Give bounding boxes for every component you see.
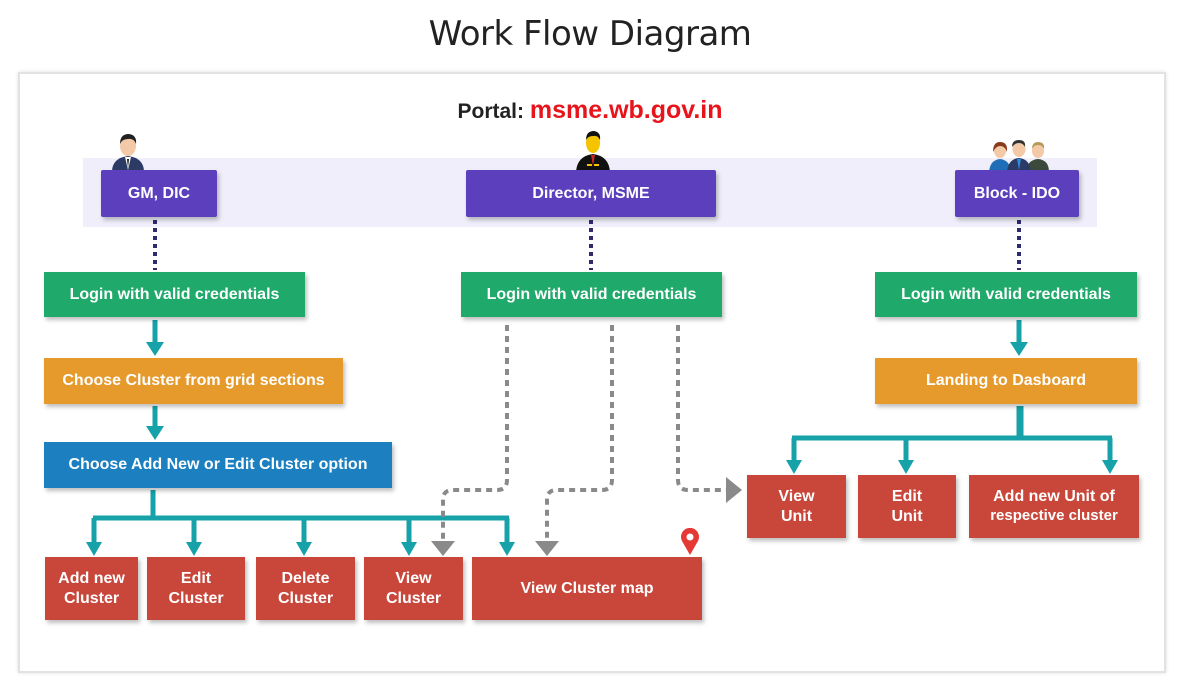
arrowhead	[86, 542, 102, 556]
add-new-unit-action[interactable]: Add new Unit of respective cluster	[969, 475, 1139, 538]
arrowhead	[401, 542, 417, 556]
action-line: Cluster	[63, 589, 120, 607]
map-pin-icon	[681, 528, 699, 555]
arrowhead	[1010, 342, 1028, 356]
action-line: Delete	[281, 569, 330, 587]
arrowhead	[146, 426, 164, 440]
action-line: Add new Unit of	[993, 488, 1115, 506]
portal-heading: Portal: msme.wb.gov.in	[0, 96, 1180, 125]
role-links	[153, 220, 1021, 270]
view-unit-action[interactable]: View Unit	[747, 475, 846, 538]
choose-option-step[interactable]: Choose Add New or Edit Cluster option	[44, 442, 392, 488]
director-to-cluster-map	[545, 325, 614, 542]
role-block-ido[interactable]: Block - IDO	[955, 170, 1079, 217]
arrowhead	[898, 460, 914, 474]
teal-connectors	[86, 320, 1118, 556]
action-line: respective cluster	[990, 507, 1118, 525]
landing-dashboard-step[interactable]: Landing to Dasboard	[875, 358, 1137, 404]
delete-cluster-action[interactable]: Delete Cluster	[256, 557, 355, 620]
director-login-step[interactable]: Login with valid credentials	[461, 272, 722, 317]
role-director-msme[interactable]: Director, MSME	[466, 170, 716, 217]
role-gm-dic[interactable]: GM, DIC	[101, 170, 217, 217]
arrowhead	[499, 542, 515, 556]
edit-unit-action[interactable]: Edit Unit	[858, 475, 956, 538]
action-line: Cluster	[277, 589, 334, 607]
action-line: Add new	[58, 569, 125, 587]
director-icon	[576, 131, 610, 172]
action-line: Edit	[180, 569, 212, 587]
action-line: View	[778, 487, 815, 505]
action-line: Unit	[780, 507, 813, 525]
arrowhead	[296, 542, 312, 556]
gm-login-step[interactable]: Login with valid credentials	[44, 272, 305, 317]
action-line: Cluster	[385, 589, 442, 607]
action-line: Edit	[891, 487, 923, 505]
portal-label: Portal:	[457, 100, 525, 123]
ido-login-step[interactable]: Login with valid credentials	[875, 272, 1137, 317]
director-to-view-unit	[676, 325, 728, 492]
group-officers-icon	[989, 140, 1049, 172]
action-line: View	[395, 569, 432, 587]
single-officer-icon	[112, 134, 144, 172]
page-title: Work Flow Diagram	[428, 14, 752, 54]
arrowhead	[1102, 460, 1118, 474]
edit-cluster-action[interactable]: Edit Cluster	[147, 557, 245, 620]
view-cluster-map-action[interactable]: View Cluster map	[472, 557, 702, 620]
arrowhead	[786, 460, 802, 474]
arrowhead	[146, 342, 164, 356]
add-new-cluster-action[interactable]: Add new Cluster	[45, 557, 138, 620]
view-cluster-action[interactable]: View Cluster	[364, 557, 463, 620]
action-line: Cluster	[168, 589, 224, 607]
dashed-arrowheads	[431, 477, 742, 556]
portal-url[interactable]: msme.wb.gov.in	[529, 96, 723, 124]
choose-cluster-step[interactable]: Choose Cluster from grid sections	[44, 358, 343, 404]
director-to-view-cluster	[441, 325, 509, 542]
arrowhead	[186, 542, 202, 556]
director-dashed-links	[441, 325, 728, 542]
action-line: Unit	[891, 507, 923, 525]
